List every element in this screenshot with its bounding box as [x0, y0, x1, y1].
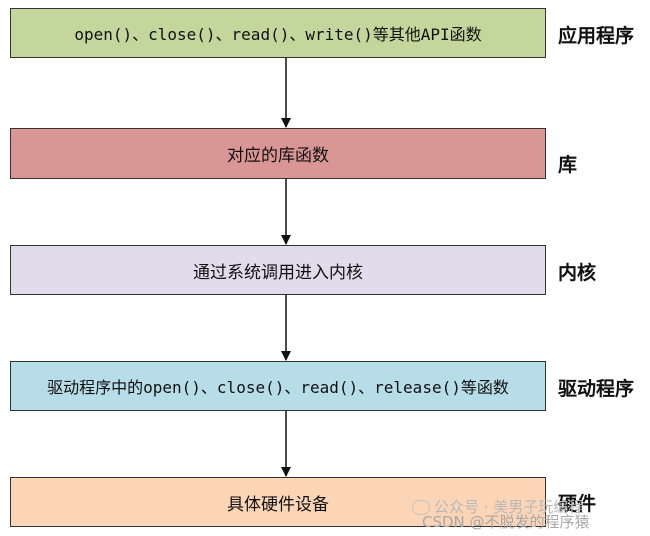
layer-box-hardware: 具体硬件设备	[10, 477, 546, 527]
layer-box-application-text: open()、close()、read()、write()等其他API函数	[74, 25, 482, 44]
layer-box-hardware-text: 具体硬件设备	[227, 494, 329, 515]
layer-label-hardware: 硬件	[558, 493, 597, 515]
layer-box-kernel: 通过系统调用进入内核	[10, 245, 546, 295]
watermark-wechat: 公众号 · 美男子玩编程	[412, 496, 583, 517]
layer-box-kernel-text: 通过系统调用进入内核	[193, 262, 363, 283]
layer-box-driver-text: 驱动程序中的open()、close()、read()、release()等函数	[47, 378, 509, 397]
layer-box-library-text: 对应的库函数	[227, 146, 329, 166]
layer-label-kernel: 内核	[558, 262, 597, 284]
layer-label-library: 库	[558, 154, 578, 176]
layer-box-application: open()、close()、read()、write()等其他API函数	[10, 8, 546, 58]
layer-label-driver: 驱动程序	[558, 378, 635, 400]
wechat-icon	[412, 500, 430, 515]
watermark-csdn: CSDN @不脱发的程序猿	[422, 513, 590, 531]
layer-box-library: 对应的库函数	[10, 128, 546, 179]
watermark-line1: 公众号 · 美男子玩编程	[434, 498, 584, 516]
layer-label-application: 应用程序	[558, 25, 635, 47]
layer-box-driver: 驱动程序中的open()、close()、read()、release()等函数	[10, 361, 546, 411]
